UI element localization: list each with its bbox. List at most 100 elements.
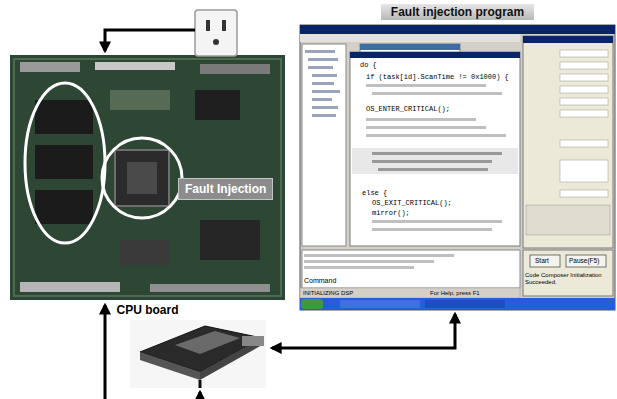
tree-item xyxy=(312,106,338,109)
screen-text: Command xyxy=(304,277,336,284)
highlight-circle xyxy=(102,138,182,218)
screen-text: OS_ENTER_CRITICAL(); xyxy=(366,106,450,113)
program-heading: Fault injection program xyxy=(381,4,534,20)
console-line xyxy=(304,266,414,269)
dialog-field xyxy=(560,110,608,117)
code-line xyxy=(372,160,492,163)
code-line xyxy=(372,152,502,155)
screen-text: do { xyxy=(360,62,377,69)
cpu-board: Fault InjectionCPU board xyxy=(10,55,285,317)
dialog-lower xyxy=(523,250,613,296)
outlet-plate xyxy=(195,10,237,56)
cpu-die xyxy=(127,162,157,194)
code-line xyxy=(372,220,502,223)
outlet-slot xyxy=(222,20,226,31)
board-edge xyxy=(14,59,281,296)
tree-item xyxy=(305,50,335,53)
dialog-field xyxy=(560,86,608,93)
start-button xyxy=(530,255,560,267)
code-line xyxy=(366,118,476,121)
menu-bar xyxy=(300,34,520,42)
board-pcb xyxy=(10,55,285,300)
dialog-field xyxy=(560,190,608,197)
board-cable xyxy=(104,305,107,399)
console-line xyxy=(304,260,434,263)
dialog-group xyxy=(526,205,610,235)
emulator-connector xyxy=(242,336,264,346)
dialog-list xyxy=(560,160,608,182)
board-connector xyxy=(95,62,175,70)
emulator-cable xyxy=(199,392,202,399)
project-tree xyxy=(302,44,346,246)
dialog-title xyxy=(523,36,613,43)
fault-injection-box: Fault Injection xyxy=(178,178,273,200)
tree-item xyxy=(312,74,337,77)
tree-item xyxy=(308,66,333,69)
screen-text: OS_EXIT_CRITICAL(); xyxy=(372,200,452,207)
dialog-field xyxy=(560,140,608,147)
memory-chip xyxy=(35,145,93,179)
code-line xyxy=(366,84,486,87)
chip xyxy=(195,90,240,120)
power-wire xyxy=(105,30,195,51)
code-line xyxy=(366,126,486,129)
fault-injection-tag: Fault Injection xyxy=(185,182,266,196)
cpu-chip xyxy=(115,150,169,206)
emulator-side xyxy=(140,352,200,380)
memory-chip xyxy=(35,100,93,134)
code-window-title xyxy=(360,44,460,50)
taskbar xyxy=(300,298,615,310)
window-frame xyxy=(300,25,615,310)
fault-dialog xyxy=(523,36,613,248)
code-line xyxy=(372,92,502,95)
start-menu-button xyxy=(301,299,323,309)
board-label: CPU board xyxy=(116,303,178,317)
chip xyxy=(120,240,170,265)
tree-item xyxy=(312,98,332,101)
emulator-photo xyxy=(130,320,266,388)
memory-chip xyxy=(35,190,93,224)
screen-text: For Help, press F1 xyxy=(430,290,480,296)
tree-item xyxy=(312,82,334,85)
dialog-field xyxy=(560,98,608,105)
tree-item xyxy=(312,114,336,117)
outlet-slot xyxy=(206,20,210,31)
board-connector xyxy=(150,284,270,292)
component xyxy=(110,90,170,110)
dialog-field xyxy=(560,62,608,69)
dialog-field xyxy=(560,74,608,81)
screen-text: INITIALIZING DSP xyxy=(303,290,353,296)
board-connector xyxy=(200,64,270,74)
command-window xyxy=(302,250,520,288)
jtag-cable xyxy=(272,314,455,348)
code-line xyxy=(372,228,492,231)
code-window xyxy=(350,52,520,246)
dialog-field xyxy=(560,50,608,57)
tree-item xyxy=(308,58,338,61)
board-connector xyxy=(20,282,120,292)
program-window: Fault injection program xyxy=(300,4,615,310)
screen-text: if (task[id].ScanTime != 0x1000) { xyxy=(366,74,509,81)
screen-text: mirror(); xyxy=(372,210,410,217)
tree-item xyxy=(312,90,340,93)
program-screenshot xyxy=(300,25,615,310)
emulator-cable xyxy=(199,380,202,388)
title-bar xyxy=(300,25,615,34)
code-window-title xyxy=(350,52,520,58)
screen-text: else { xyxy=(362,190,387,197)
outlet-ground xyxy=(213,39,219,45)
chip xyxy=(200,220,260,260)
code-highlight xyxy=(352,148,518,174)
console-line xyxy=(304,254,454,257)
board-connector xyxy=(20,62,80,72)
power-outlet xyxy=(195,10,237,56)
task-item xyxy=(425,300,505,308)
screen-text: Pause(F5) xyxy=(569,258,599,265)
code-line xyxy=(366,134,506,137)
screen-text: Code Composer Initialization Succeeded. xyxy=(525,272,611,285)
task-item xyxy=(340,300,420,308)
status-bar xyxy=(300,288,520,298)
screen-text: Start xyxy=(535,258,549,265)
